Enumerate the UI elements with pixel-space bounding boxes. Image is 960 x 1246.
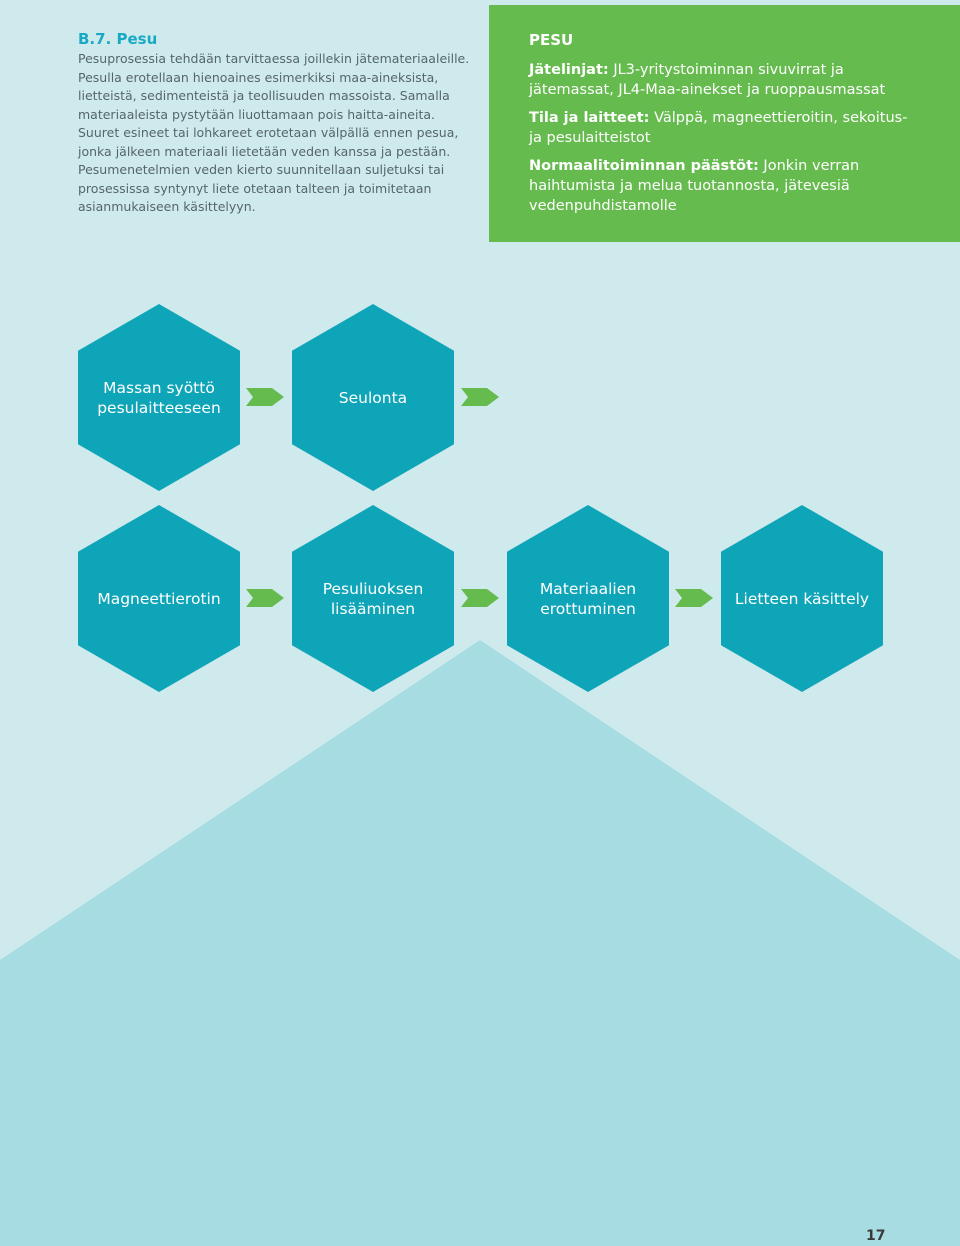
jatelinjat-line: Jätelinjat: JL3-yritystoiminnan sivuvirr… [529,60,910,100]
panel-title: PESU [529,31,574,49]
arrow-right-icon [246,388,284,406]
section-heading: B.7. Pesu [78,30,158,48]
page-number: 17 [866,1228,886,1244]
intro-paragraph: Pesuprosessia tehdään tarvittaessa joill… [78,51,470,214]
process-step-label: Lietteen käsittely [734,589,870,608]
intro-section: B.7. Pesu Pesuprosessia tehdään tarvitta… [78,30,478,217]
info-panel: PESU Jätelinjat: JL3-yritystoiminnan siv… [489,5,960,242]
process-step: Materiaalien erottuminen [507,505,669,692]
process-step-label: Magneettierotin [97,589,221,608]
tila-value: Välppä, magneettieroitin, sekoitus- ja p… [529,110,908,146]
process-step-label: Massan syöttö pesulaitteeseen [97,378,221,417]
arrow-right-icon [675,589,713,607]
process-step: Magneettierotin [78,505,240,692]
tila-label: Tila ja laitteet: [529,110,650,126]
process-step: Pesuliuoksen lisääminen [292,505,454,692]
arrow-right-icon [246,589,284,607]
jatelinjat-label: Jätelinjat: [529,62,609,78]
process-step: Lietteen käsittely [721,505,883,692]
process-step-label: Pesuliuoksen lisääminen [322,579,424,618]
tila-line: Tila ja laitteet: Välppä, magneettieroit… [529,108,910,148]
paastot-label: Normaalitoiminnan päästöt: [529,158,759,174]
arrow-right-icon [461,388,499,406]
arrow-right-icon [461,589,499,607]
process-step-label: Materiaalien erottuminen [539,579,637,618]
process-step-label: Seulonta [338,388,408,407]
jatelinjat-value: JL3-yritystoiminnan sivuvirrat ja jätema… [529,62,886,98]
paastot-line: Normaalitoiminnan päästöt: Jonkin verran… [529,156,910,216]
paastot-value: Jonkin verran haihtumista ja melua tuota… [529,158,860,214]
